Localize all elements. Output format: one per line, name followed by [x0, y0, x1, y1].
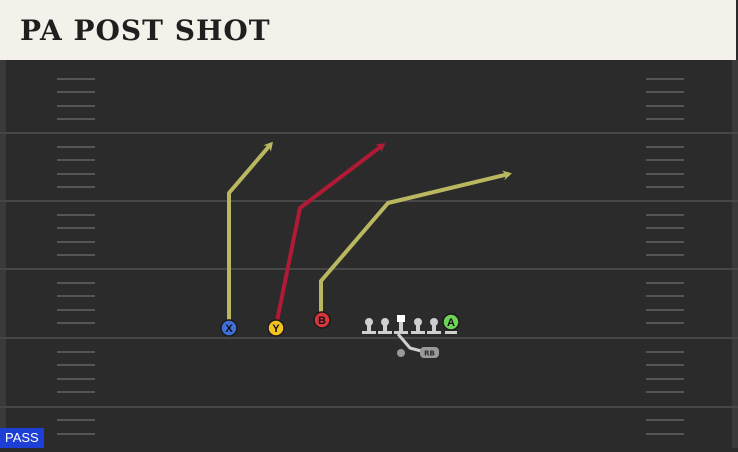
yard-lines — [0, 132, 738, 408]
route-y[interactable] — [274, 143, 386, 327]
hash-marks — [57, 78, 684, 435]
lineman-icon — [378, 318, 392, 334]
offensive-line — [362, 315, 441, 334]
field: RB X Y B A — [0, 60, 738, 448]
play-title: PA POST SHOT — [20, 14, 271, 47]
play-title-bar: PA POST SHOT — [0, 0, 736, 60]
receiver-x-label: X — [225, 323, 233, 335]
receiver-a-label: A — [447, 317, 455, 329]
receiver-y-label: Y — [272, 323, 280, 335]
field-background — [0, 60, 738, 448]
hash-marks-left — [57, 78, 95, 435]
rb-label: RB — [424, 350, 435, 358]
play-type-badge: PASS — [0, 428, 44, 448]
route-b[interactable] — [319, 170, 512, 318]
lineman-icon — [411, 318, 425, 334]
field-canvas: RB X Y B A — [0, 60, 738, 448]
route-x[interactable] — [227, 141, 273, 326]
rb-route — [396, 333, 426, 354]
quarterback-icon — [397, 349, 405, 357]
backfield: RB — [396, 333, 439, 358]
receiver-x-button[interactable]: X — [220, 319, 238, 337]
receiver-b-button[interactable]: B — [313, 311, 331, 329]
center-icon — [394, 315, 408, 334]
hash-marks-right — [646, 78, 684, 435]
field-sideline-right — [732, 60, 738, 448]
receiver-a-button[interactable]: A — [442, 313, 460, 334]
lineman-icon — [427, 318, 441, 334]
receiver-a-stance — [445, 331, 457, 334]
rb-marker — [420, 347, 439, 358]
lineman-icon — [362, 318, 376, 334]
field-sideline-left — [0, 60, 6, 448]
receiver-b-label: B — [318, 315, 326, 327]
receiver-y-button[interactable]: Y — [267, 319, 285, 337]
